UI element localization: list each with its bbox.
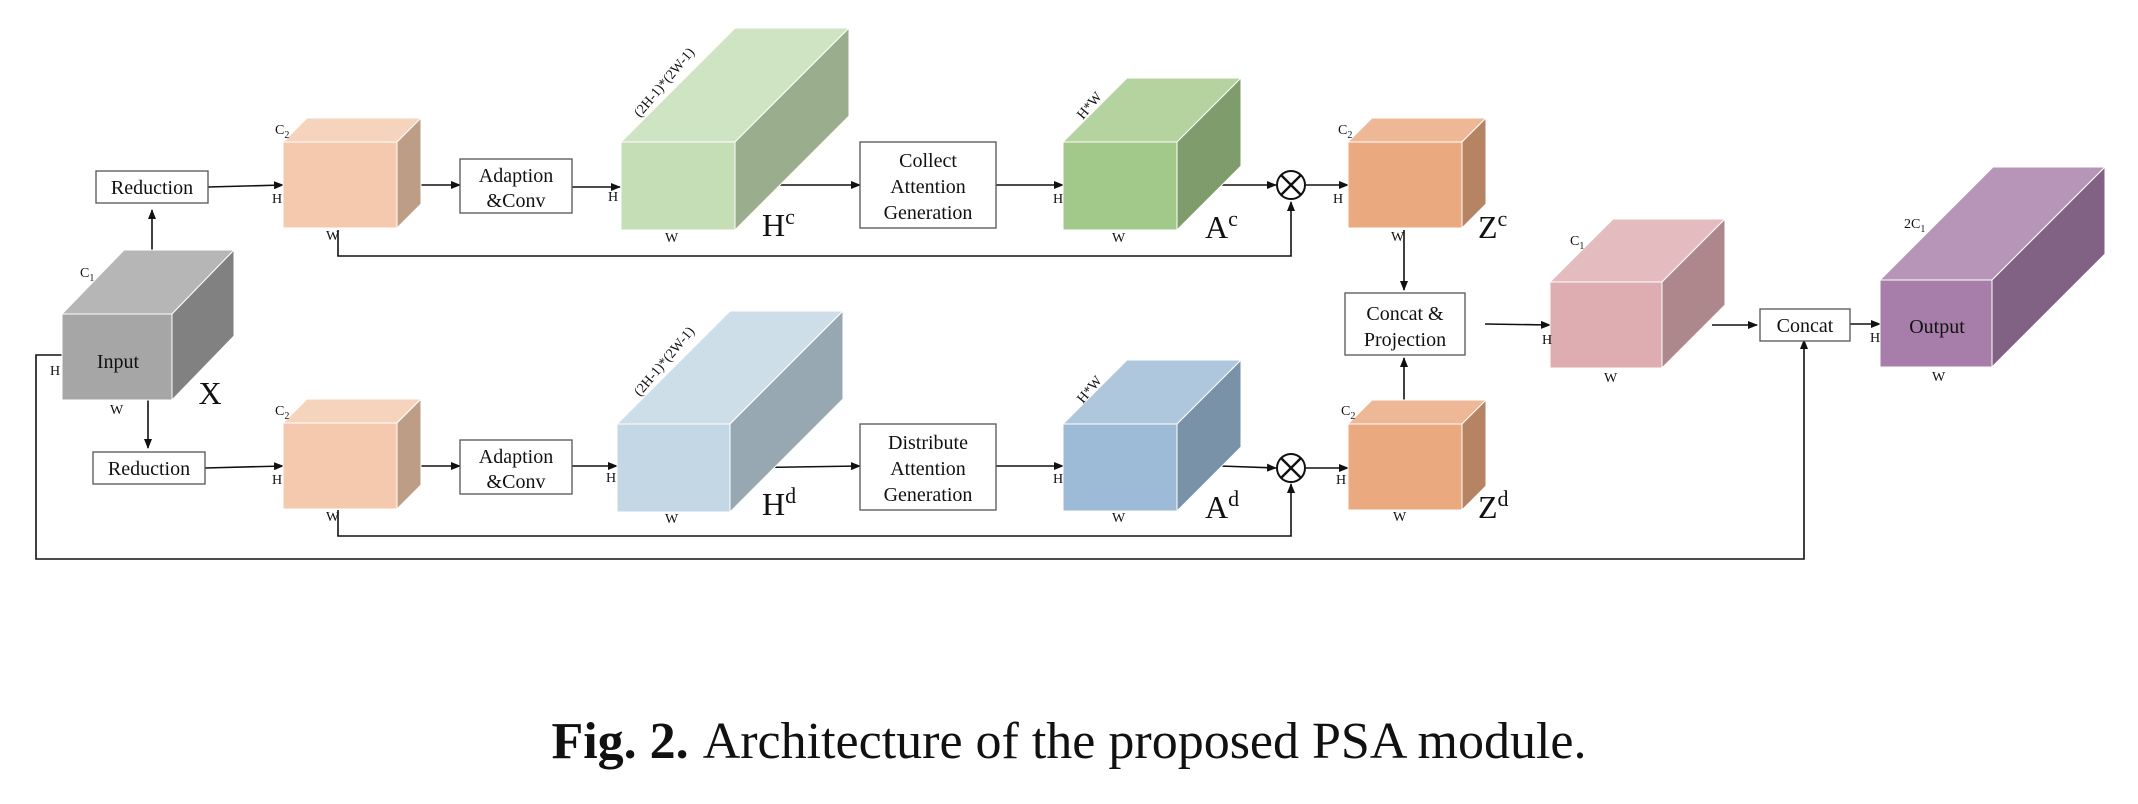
concat-projection-line2: Projection [1364,329,1446,351]
ac-tensor-cuboid [1061,76,1243,232]
tensor-cuboids [60,26,2107,514]
zc-height-label: H [1333,192,1343,207]
adaption-conv-top-box: Adaption &Conv [459,158,573,214]
output-label: Output [1909,316,1965,338]
arrow-concat-projection-to-c1 [1484,320,1551,329]
zd-name-label: Zd [1478,486,1509,525]
reduction-bottom-label: Reduction [108,458,190,480]
reduced-c-height-label: H [272,192,282,207]
input-channel-label: C1 [80,266,94,284]
reduced-c-width-label: W [326,229,340,244]
zd-height-label: H [1336,473,1346,488]
input-height-label: H [50,364,60,379]
projected-height-label: H [1542,333,1552,348]
zd-channel-label: C2 [1341,404,1355,422]
arrow-reduction-to-c2-top [207,181,284,190]
reduction-top-box: Reduction [95,170,209,204]
zc-tensor-cuboid [1346,116,1488,230]
skip-line-c2-to-multiply-bottom [337,483,1295,537]
hc-width-label: W [665,231,679,246]
concat-label: Concat [1777,315,1834,337]
reduced-tensor-bottom-cuboid [281,397,423,511]
reduced-tensor-top-cuboid [281,116,423,230]
reduced-d-channel-label: C2 [275,404,289,422]
ad-height-label: H [1053,472,1063,487]
skip-line-c2-to-multiply-top [337,201,1295,257]
hd-height-label: H [606,471,616,486]
figure-caption: Fig. 2.Architecture of the proposed PSA … [0,712,2138,771]
zc-name-label: Zc [1478,206,1508,245]
reduced-c-channel-label: C2 [275,123,289,141]
distribute-line1: Distribute [888,432,968,454]
arrow-reduction-to-c2-bottom [204,462,284,471]
output-height-label: H [1870,331,1880,346]
adaption-conv-bottom-box: Adaption &Conv [459,439,573,495]
zc-width-label: W [1391,230,1405,245]
hc-name-label: Hc [762,204,795,243]
multiply-icon-top [1276,170,1306,200]
input-tensor-cuboid [60,248,236,402]
hd-tensor-cuboid [615,309,845,514]
projected-channel-label: C1 [1570,234,1584,252]
ac-height-label: H [1053,192,1063,207]
reduced-d-width-label: W [326,510,340,525]
output-tensor-cuboid [1878,165,2107,369]
output-width-label: W [1932,370,1946,385]
collect-line3: Generation [884,202,973,224]
adaption-top-line1: Adaption [479,165,553,187]
distribute-line2: Attention [890,458,966,480]
hd-name-label: Hd [762,483,796,522]
input-label: Input [97,351,140,373]
hc-tensor-cuboid [619,26,851,232]
ac-width-label: W [1112,231,1126,246]
adaption-bottom-line2: &Conv [487,471,546,493]
input-width-label: W [110,403,124,418]
projected-tensor-cuboid [1548,217,1727,370]
psa-architecture-diagram: Reduction Reduction Adaption &Conv Adapt… [35,26,2107,560]
collect-attention-box: Collect Attention Generation [859,141,997,229]
residual-line-input-to-concat [35,339,1808,560]
projected-width-label: W [1604,371,1618,386]
zd-tensor-cuboid [1346,398,1488,512]
collect-line1: Collect [899,150,957,172]
hd-width-label: W [665,512,679,527]
arrow-ad-to-multiply-bottom [1219,463,1277,472]
input-name-label: X [198,375,221,411]
collect-line2: Attention [890,176,966,198]
concat-projection-box: Concat & Projection [1344,292,1466,356]
caption-text: Architecture of the proposed PSA module. [702,713,1587,770]
concat-projection-line1: Concat & [1366,303,1444,325]
distribute-line3: Generation [884,484,973,506]
ad-width-label: W [1112,511,1126,526]
ac-name-label: Ac [1205,206,1238,245]
adaption-bottom-line1: Adaption [479,446,553,468]
reduction-bottom-box: Reduction [92,451,206,485]
output-channel-label: 2C1 [1904,217,1925,235]
zc-channel-label: C2 [1338,123,1352,141]
reduced-d-height-label: H [272,473,282,488]
concat-box: Concat [1759,308,1851,342]
hc-height-label: H [608,190,618,205]
distribute-attention-box: Distribute Attention Generation [859,423,997,511]
ad-tensor-cuboid [1061,358,1243,513]
ad-name-label: Ad [1205,486,1239,525]
reduction-top-label: Reduction [111,177,193,199]
adaption-top-line2: &Conv [487,190,546,212]
zd-width-label: W [1393,510,1407,525]
multiply-icon-bottom [1276,453,1306,483]
caption-label: Fig. 2. [551,713,689,770]
